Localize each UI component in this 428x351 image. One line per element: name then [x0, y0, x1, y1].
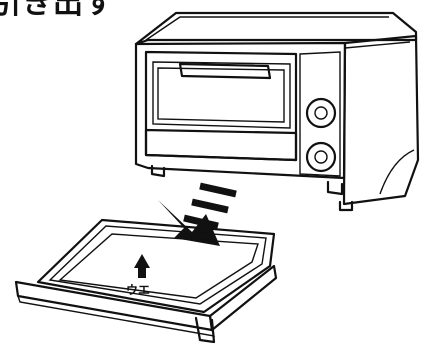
tray-up-label: ウエ: [126, 283, 150, 297]
toaster-oven-illustration: [136, 13, 418, 210]
crumb-tray-illustration: [16, 220, 276, 342]
up-arrow-icon: [134, 254, 150, 278]
pull-out-arrow-icon: [158, 186, 236, 246]
